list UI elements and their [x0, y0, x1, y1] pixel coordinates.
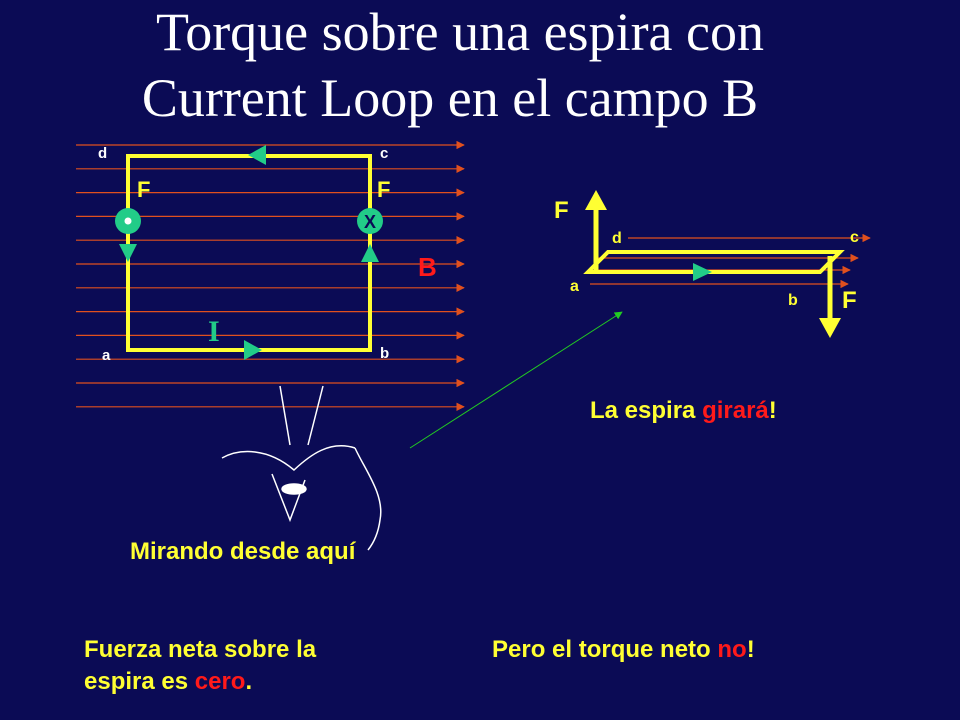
view-pointer-line — [409, 311, 623, 449]
torque-caption-prefix: Pero el torque neto — [492, 636, 718, 663]
current-into-page-icon — [357, 208, 383, 234]
torque-caption-emphasis: no — [717, 636, 747, 663]
side-view-current-arrow — [693, 263, 712, 281]
side-corner-label-d: d — [612, 230, 622, 247]
current-label-i: I — [208, 315, 220, 348]
force-arrow-right-up — [361, 244, 379, 262]
side-corner-label-c: c — [850, 229, 859, 246]
viewpoint-caption: Mirando desde aquí — [130, 538, 356, 565]
rotation-caption-suffix: ! — [768, 397, 777, 424]
current-arrow-top — [248, 145, 266, 165]
current-out-dot-icon — [124, 217, 132, 225]
net-force-emphasis: cero — [194, 668, 246, 695]
corner-label-c: c — [380, 145, 388, 162]
torque-caption-suffix: ! — [746, 636, 755, 663]
net-force-suffix: . — [245, 668, 253, 695]
rotation-caption-prefix: La espira — [590, 397, 703, 424]
force-arrow-down-head — [819, 318, 841, 338]
corner-label-d: d — [98, 145, 107, 162]
title-line-1: Torque sobre una espira con — [155, 2, 764, 62]
force-arrow-up-head — [585, 190, 607, 210]
side-force-label-bottom: F — [842, 287, 857, 314]
corner-label-b: b — [380, 345, 389, 362]
eye-icon — [221, 385, 382, 551]
net-force-caption: Fuerza neta sobre la espira es cero. — [84, 634, 444, 698]
side-corner-label-a: a — [570, 278, 579, 295]
title-line-2: Current Loop en el campo B — [141, 68, 759, 128]
current-arrow-bottom — [244, 340, 262, 360]
force-label-left: F — [137, 177, 150, 202]
current-into-page-symbol: X — [364, 212, 376, 232]
current-loop — [126, 154, 372, 352]
force-label-right: F — [377, 177, 390, 202]
net-force-line-2-prefix: espira es — [84, 668, 195, 695]
net-force-line-2: espira es cero. — [84, 666, 444, 698]
field-label-b: B — [418, 252, 437, 282]
torque-caption: Pero el torque neto no! — [492, 634, 755, 666]
net-force-line-1: Fuerza neta sobre la — [84, 636, 317, 663]
force-arrow-left-down — [119, 244, 137, 262]
rotation-caption-emphasis: girará — [702, 397, 769, 424]
side-force-label-top: F — [554, 197, 569, 224]
side-corner-label-b: b — [788, 292, 798, 309]
side-view-loop — [583, 250, 845, 274]
rotation-caption: La espira girará! — [590, 395, 777, 427]
corner-label-a: a — [102, 347, 111, 364]
magnetic-field-lines — [76, 140, 465, 411]
